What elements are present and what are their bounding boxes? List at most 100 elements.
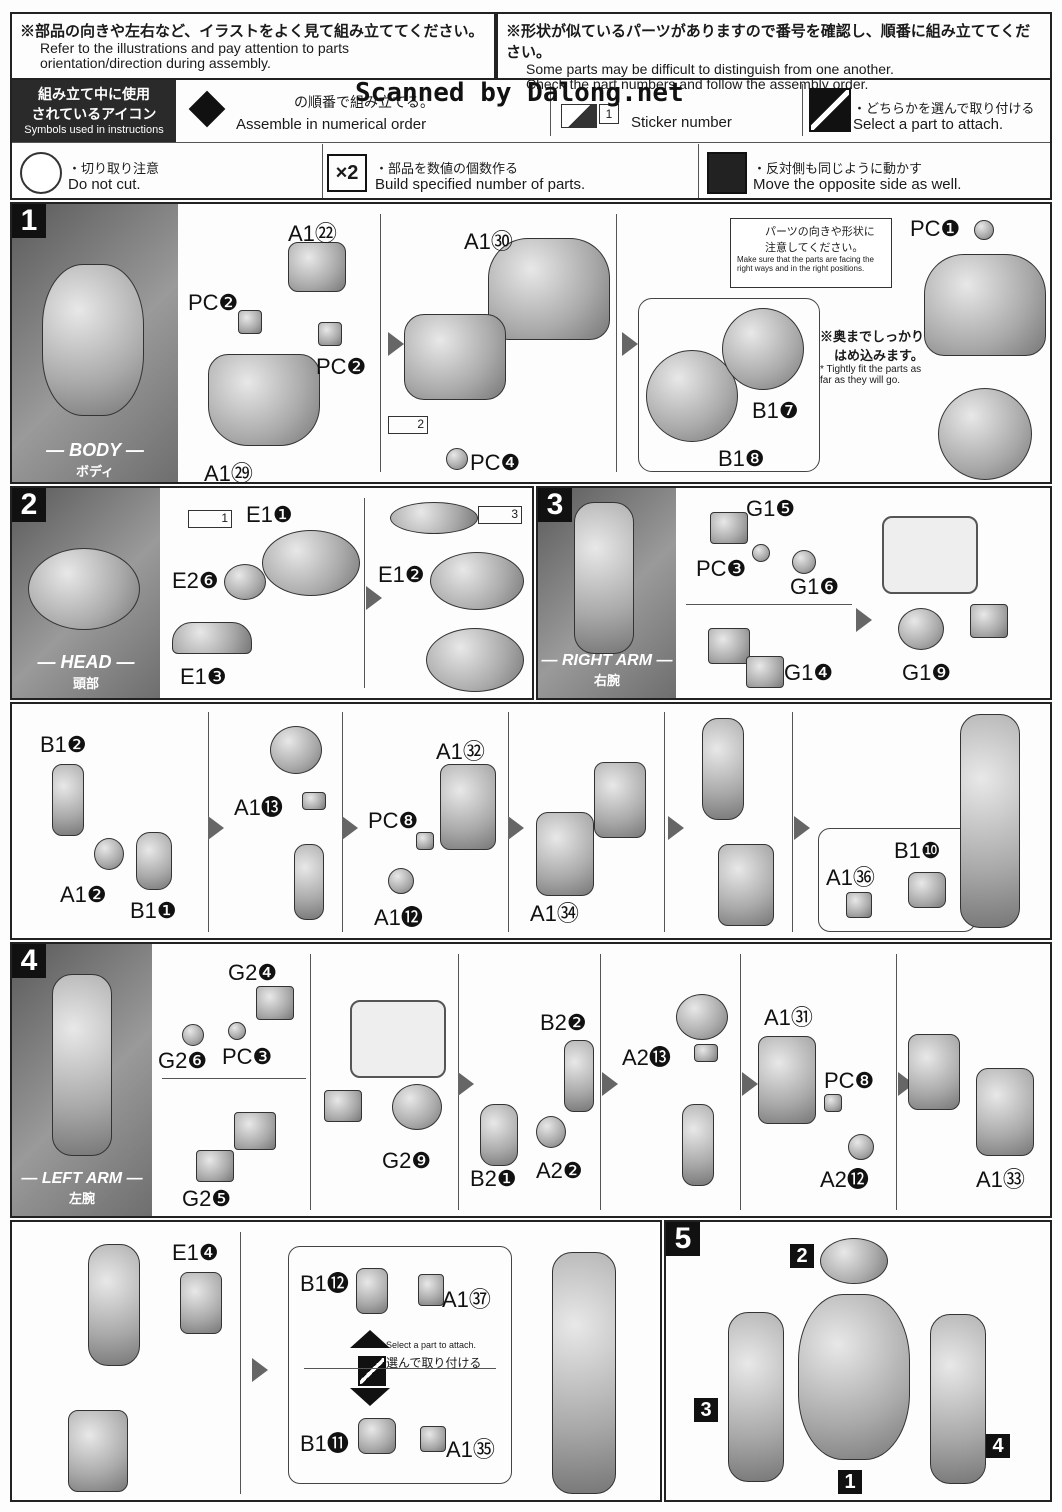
elbow-shape xyxy=(594,762,646,838)
hand-select-callout xyxy=(288,1246,512,1484)
part-b1-10-shape xyxy=(908,872,946,908)
arm-upper-shape xyxy=(702,718,744,820)
tight-fit-jp1: ※奥までしっかり xyxy=(820,329,925,344)
step-1-panel: — BODY —ボディ 1 A1㉒ PC❷ PC❷ A1㉙ A1㉚ PC❹ 2 … xyxy=(10,202,1052,486)
part-b1-11-shape xyxy=(358,1418,396,1454)
head-photo: — HEAD —頭部 xyxy=(12,488,160,698)
part-label: PC❹ xyxy=(470,450,521,475)
header-right-note: ※形状が似ているパーツがありますので番号を確認し、順番に組み立ててください。 S… xyxy=(496,12,1052,92)
part-label: A1㉒ xyxy=(288,221,337,246)
part-label: E2❻ xyxy=(172,568,219,593)
symbol-legend: 組み立て中に使用 されているアイコン Symbols used in instr… xyxy=(10,78,1052,200)
left-arm-complete-shape xyxy=(552,1252,616,1494)
part-label: A1㉙ xyxy=(204,461,253,486)
final-body-shape xyxy=(798,1294,910,1460)
sticker-1-icon: 1 xyxy=(188,510,232,528)
build-en: Build specified number of parts. xyxy=(375,176,586,193)
step-2-number: 2 xyxy=(12,488,46,522)
step-arrow-icon xyxy=(856,608,872,632)
part-label: A1㉞ xyxy=(530,901,579,926)
left-arm-photo: — LEFT ARM —左腕 xyxy=(12,944,152,1216)
body-photo: — BODY —ボディ xyxy=(12,204,178,482)
step-arrow-icon xyxy=(208,816,224,840)
header-right-en1: Some parts may be difficult to distingui… xyxy=(526,61,894,77)
header-left-en1: Refer to the illustrations and pay atten… xyxy=(40,40,349,56)
part-a1-31-shape xyxy=(758,1036,816,1124)
part-g2-9-block-shape xyxy=(324,1090,362,1122)
part-g1-4-shape xyxy=(746,656,784,688)
part-label: A1⓬ xyxy=(374,905,423,930)
sticker-symbol: 1 Sticker number xyxy=(550,86,791,136)
part-label: E1❹ xyxy=(172,1240,219,1265)
part-a2-13-shape xyxy=(694,1044,718,1062)
step-arrow-icon xyxy=(252,1358,268,1382)
step1-divider-2 xyxy=(616,214,617,472)
row-divider xyxy=(740,954,741,1210)
part-label: B1❼ xyxy=(752,398,799,423)
cut-jp: ・切り取り注意 xyxy=(68,161,160,176)
part-pc4-shape xyxy=(446,448,468,470)
step2-divider xyxy=(364,498,365,688)
select-note-jp: 選んで取り付ける xyxy=(386,1356,482,1370)
part-a1-22-shape xyxy=(288,242,346,292)
part-b1-1-shape xyxy=(136,832,172,890)
legend-row-divider xyxy=(12,142,1050,143)
step-2-panel: — HEAD —頭部 2 1 E1❶ E2❻ E1❸ 3 E1❷ xyxy=(10,486,534,700)
mirror-en: Move the opposite side as well. xyxy=(753,176,962,193)
part-label: PC❸ xyxy=(696,556,747,581)
step-arrow-icon xyxy=(794,816,810,840)
part-label: PC❷ xyxy=(188,290,239,315)
part-g2-4-shape xyxy=(256,986,294,1020)
part-e1-3-shape xyxy=(172,622,252,654)
part-a1-29-shape xyxy=(208,354,320,446)
header-left-en2: orientation/direction during assembly. xyxy=(40,55,271,71)
part-b1-8-shape xyxy=(646,350,738,442)
part-a2-12-shape xyxy=(848,1134,874,1160)
part-e1-1-shape xyxy=(262,530,360,596)
part-label: B1❷ xyxy=(40,732,87,757)
orientation-note: パーツの向きや形状に 注意してください。 Make sure that the … xyxy=(730,218,892,288)
part-g1-4-base-shape xyxy=(708,628,750,664)
right-arm-photo-shape xyxy=(574,502,634,654)
part-a1-35-shape xyxy=(420,1426,446,1452)
part-label: A1⓭ xyxy=(234,795,283,820)
part-g2-9-shape xyxy=(392,1084,442,1130)
part-label: A1㊱ xyxy=(826,865,875,890)
part-pc3-shape xyxy=(752,544,770,562)
up-down-arrow-icon xyxy=(350,1388,390,1406)
part-a1-2-shape xyxy=(94,838,124,870)
tight-fit-en: * Tightly fit the parts as far as they w… xyxy=(820,364,922,386)
upper-arm-shape xyxy=(294,844,324,920)
watermark: Scanned by Dalong.net xyxy=(355,78,684,108)
part-a1-37-shape xyxy=(418,1274,444,1306)
part-g1-5-shape xyxy=(710,512,748,544)
x2-icon: ×2 xyxy=(327,154,367,192)
right-arm-complete-shape xyxy=(960,714,1020,928)
assembly-label-right-arm: 3 xyxy=(694,1398,718,1422)
detail-callout xyxy=(350,1000,446,1078)
part-label: A1❷ xyxy=(60,882,107,907)
step-4-panel: — LEFT ARM —左腕 4 G2❹ G2❻ PC❸ G2❺ G2❾ B2❷… xyxy=(10,942,1052,1218)
tight-fit-jp2: はめ込みます。 xyxy=(834,348,924,363)
header-right-jp: ※形状が似ているパーツがありますので番号を確認し、順番に組み立ててください。 xyxy=(506,23,1031,61)
row-divider xyxy=(240,1232,241,1494)
part-a1-34-shape xyxy=(536,812,594,896)
forearm-shape xyxy=(718,844,774,926)
orientation-note-en: Make sure that the parts are facing the … xyxy=(737,255,874,273)
mirror-jp: ・反対側も同じように動かす xyxy=(753,161,923,176)
part-b1-12-shape xyxy=(356,1268,388,1314)
step3-row-divider xyxy=(686,604,852,605)
detail-callout xyxy=(882,516,978,594)
step-5-panel: 5 2 1 3 4 xyxy=(664,1220,1052,1502)
up-down-arrow-icon xyxy=(350,1330,390,1348)
step-arrow-icon xyxy=(388,332,404,356)
header-right-en2: Check the part numbers and follow the as… xyxy=(526,76,869,92)
row-divider xyxy=(310,954,311,1210)
step1-divider-1 xyxy=(380,214,381,472)
part-label: E1❷ xyxy=(378,562,425,587)
select-jp: ・どちらかを選んで取り付ける xyxy=(853,101,1035,116)
part-g2-6-shape xyxy=(182,1024,204,1046)
part-a1-32-shape xyxy=(440,764,496,850)
part-label: A2❷ xyxy=(536,1158,583,1183)
part-a1-30-shape xyxy=(488,238,610,340)
